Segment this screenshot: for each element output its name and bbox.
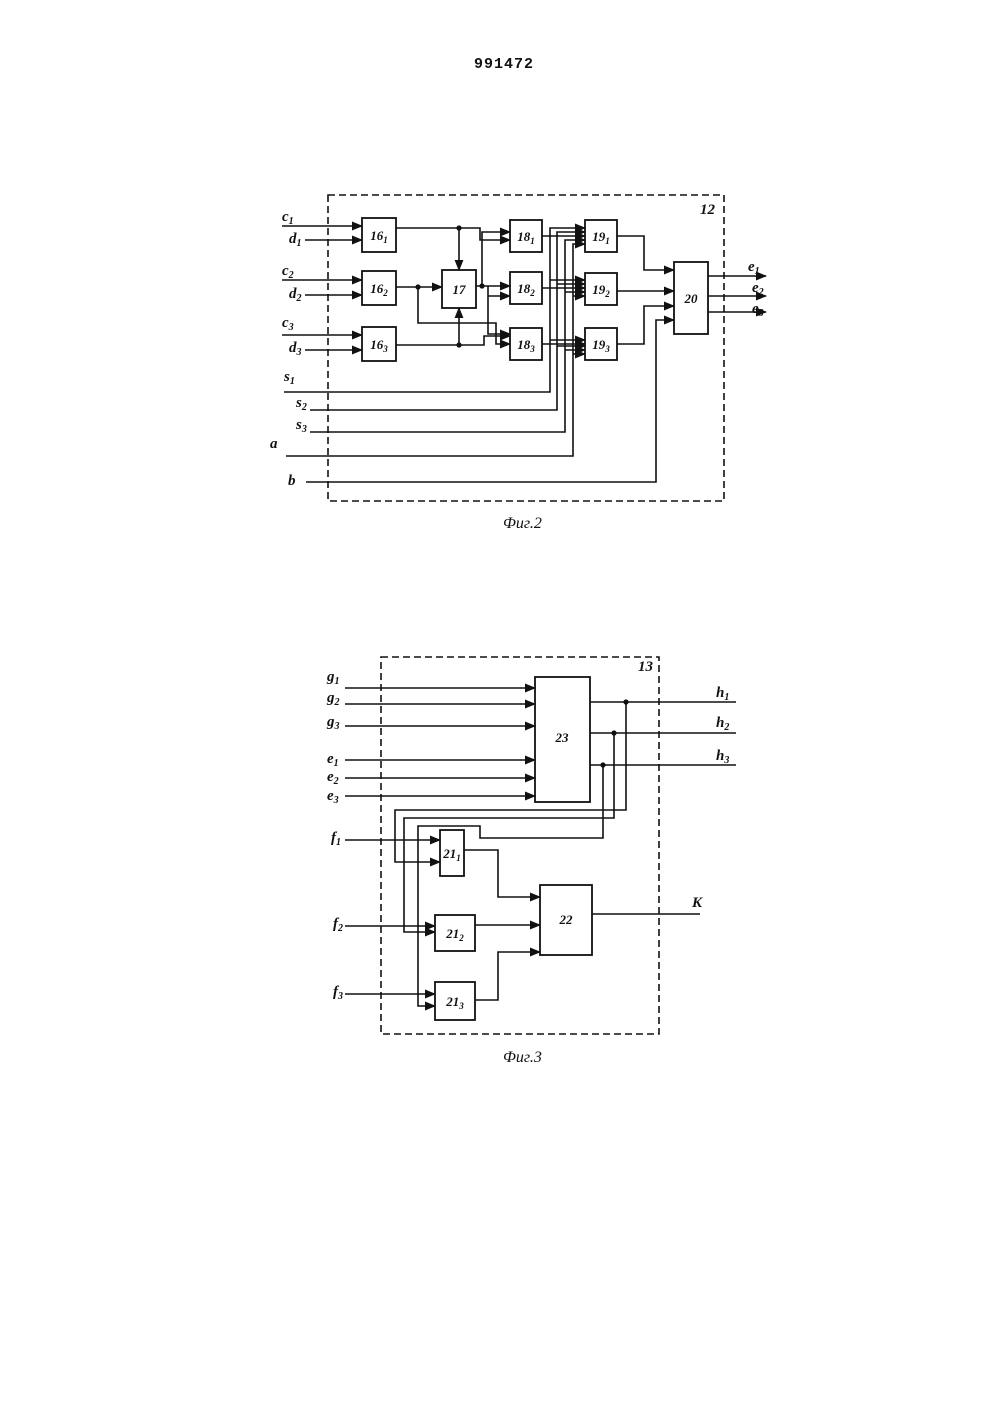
fig3-frame: [381, 657, 659, 1034]
fig3-input-e1: e1: [327, 751, 339, 769]
figure-3: 13 23 211 212 213 22 g1 g2 g3 e1 e2 e3 f…: [326, 657, 736, 1066]
fig3-input-g2: g2: [326, 690, 340, 708]
fig2-input-s3: s3: [295, 417, 307, 435]
fig2-output-e1: e1: [748, 259, 760, 277]
fig3-input-f1: f1: [331, 830, 341, 848]
fig2-input-d1: d1: [289, 231, 302, 249]
figure-2: 12 161 162 163 17 181 182 183 191 192 19…: [270, 195, 766, 532]
fig2-input-c1: c1: [282, 209, 294, 227]
fig3-output-h2: h2: [716, 715, 729, 733]
fig2-frame-label: 12: [700, 202, 716, 218]
fig2-output-e3: e3: [752, 301, 764, 319]
block-17-label: 17: [453, 282, 467, 297]
fig3-input-e2: e2: [327, 769, 339, 787]
fig3-output-h1: h1: [716, 685, 729, 703]
fig2-input-a: a: [270, 436, 278, 452]
fig3-output-h3: h3: [716, 748, 729, 766]
fig3-input-g1: g1: [326, 669, 340, 687]
fig2-input-c3: c3: [282, 315, 294, 333]
fig2-input-s2: s2: [295, 395, 307, 413]
fig3-caption: Фиг.3: [503, 1049, 542, 1066]
fig3-input-e3: e3: [327, 788, 339, 806]
fig3-output-k: K: [691, 895, 703, 911]
block-22-label: 22: [559, 912, 574, 927]
fig2-input-b: b: [288, 473, 296, 489]
fig3-input-f2: f2: [333, 916, 343, 934]
fig2-input-d3: d3: [289, 340, 302, 358]
fig2-input-d2: d2: [289, 286, 302, 304]
fig2-input-s1: s1: [283, 369, 295, 387]
fig3-frame-label: 13: [638, 659, 654, 675]
fig2-caption: Фиг.2: [503, 515, 542, 532]
block-23-label: 23: [555, 730, 570, 745]
block-20-label: 20: [684, 291, 699, 306]
fig3-input-f3: f3: [333, 984, 343, 1002]
fig3-input-g3: g3: [326, 714, 340, 732]
fig2-input-c2: c2: [282, 263, 294, 281]
